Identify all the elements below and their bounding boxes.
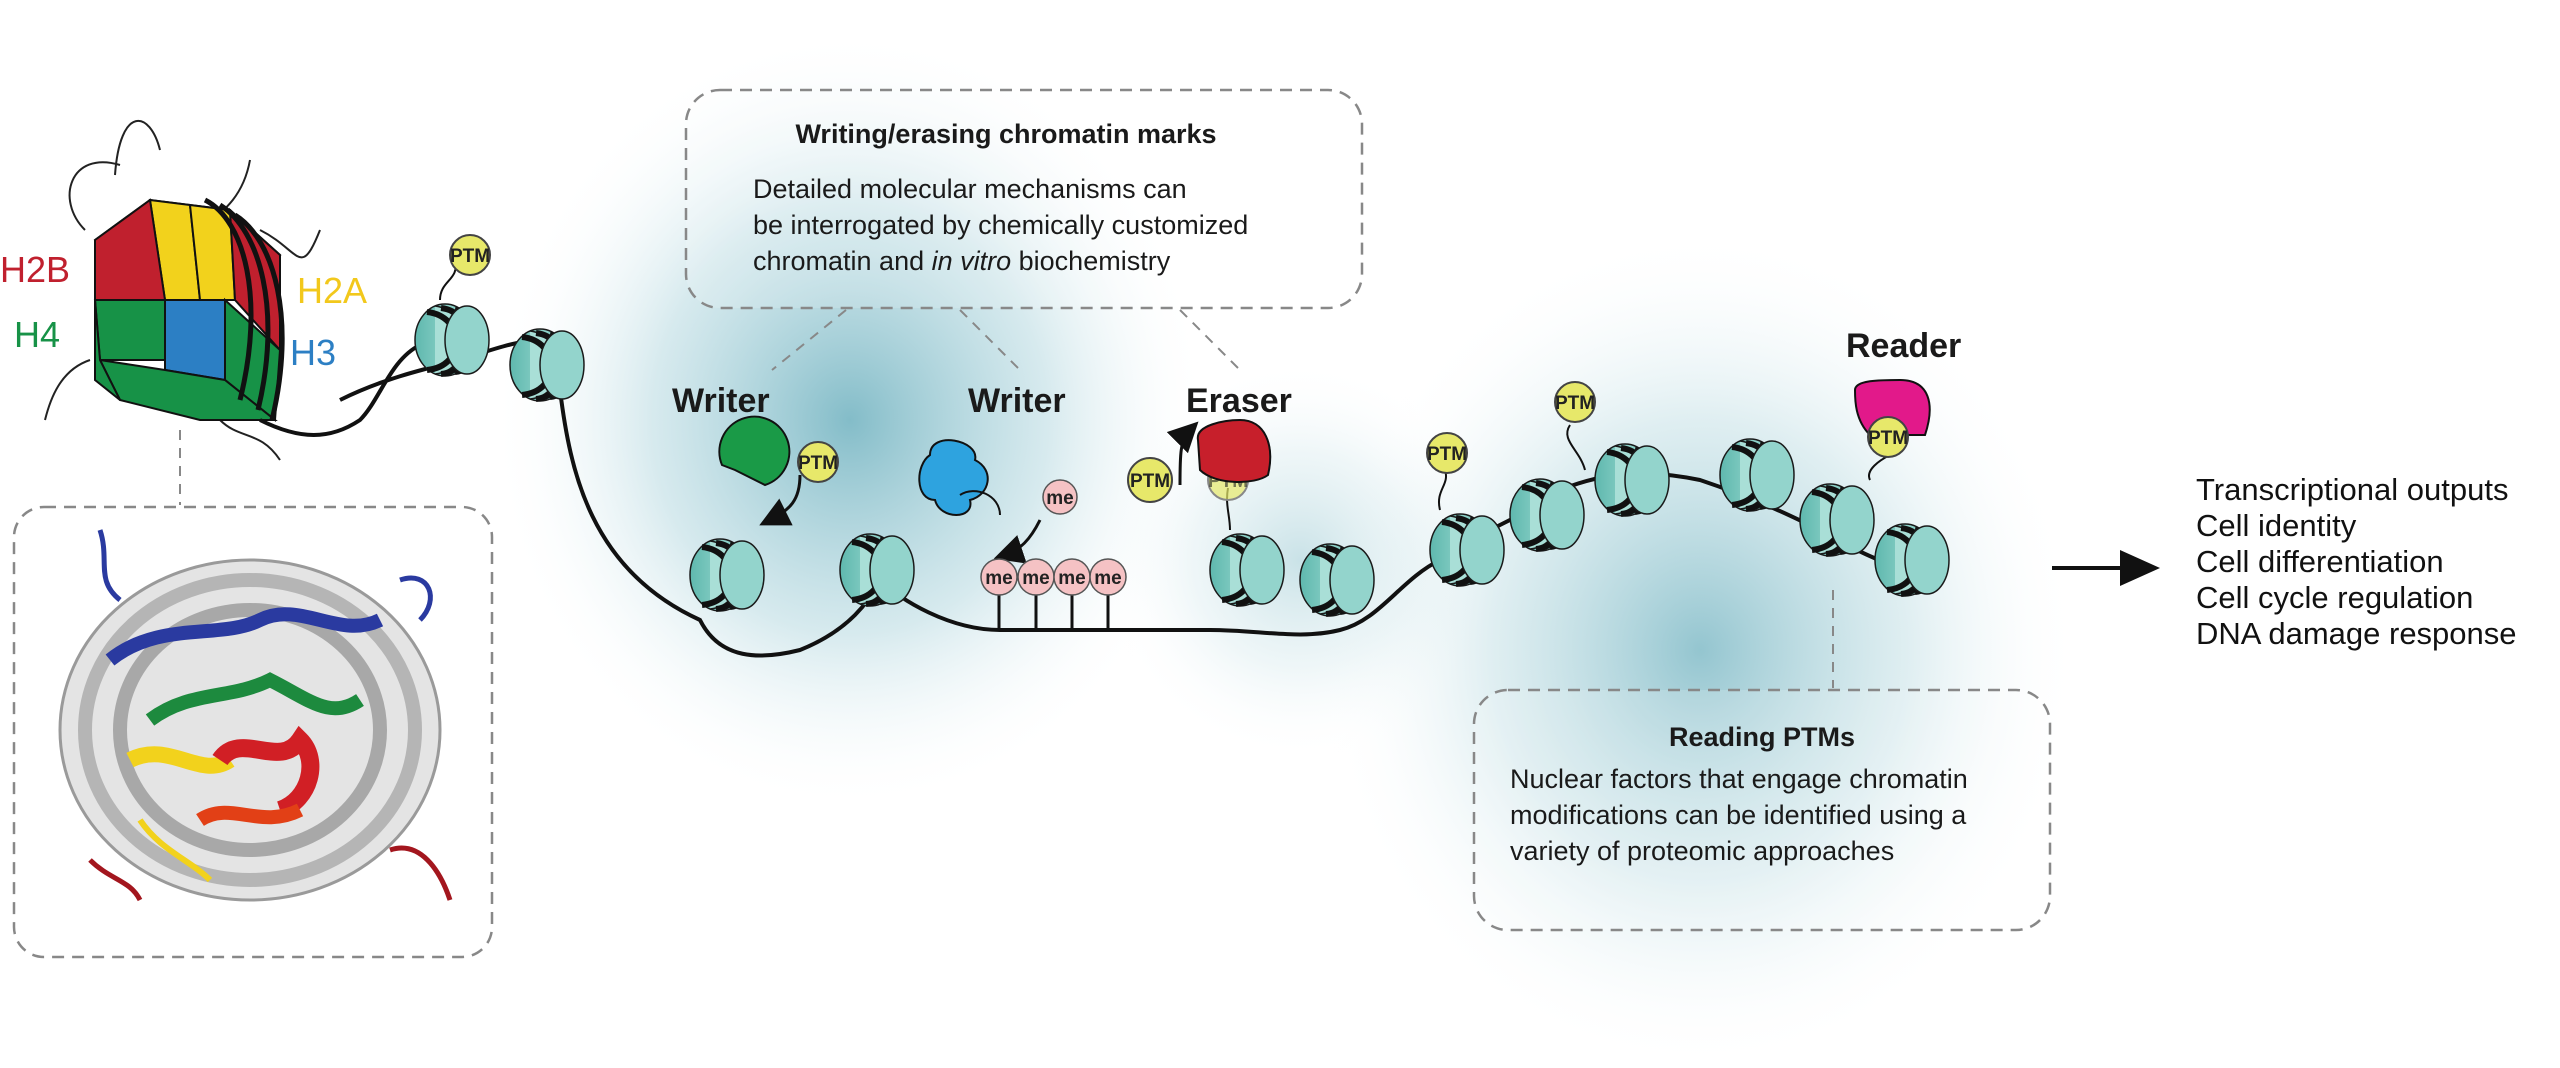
ptm-mark: PTM [449,234,491,276]
output-item: Cell cycle regulation [2196,580,2473,615]
svg-text:PTM: PTM [1555,393,1595,414]
reader-label: Reader [1846,327,1961,365]
methyl-mark: me [1042,479,1078,515]
output-item: DNA damage response [2196,616,2517,651]
nucleosome [690,539,764,611]
svg-text:PTM: PTM [450,246,490,267]
nucleosome [1300,544,1374,616]
svg-text:me: me [985,568,1012,589]
h4-label: H4 [14,314,60,355]
nucleosome [510,329,584,401]
svg-text:PTM: PTM [1868,428,1908,449]
writing-box-line: be interrogated by chemically customized [753,210,1248,240]
h2b-label: H2B [0,249,70,290]
eraser-label: Eraser [1186,382,1292,420]
nucleosome [1875,524,1949,596]
methyl-mark: me [1089,558,1127,596]
crystal-structure-box [12,505,494,959]
writer-enzyme-green-icon [718,415,791,487]
svg-text:me: me [1058,568,1085,589]
arrow-icon [993,519,1042,564]
svg-text:me: me [1022,568,1049,589]
nucleosome [1510,479,1584,551]
ptm-mark: PTM [1554,381,1596,423]
methyl-mark: me [980,558,1018,596]
writing-box-line: chromatin and in vitro biochemistry [753,246,1171,276]
reading-box-line: modifications can be identified using a [1510,800,1967,830]
nucleosome [1595,444,1669,516]
methyl-mark: me [1017,558,1055,596]
writer-label: Writer [968,382,1066,420]
nucleosome [1430,514,1504,586]
svg-text:PTM: PTM [1130,471,1170,492]
output-item: Cell differentiation [2196,544,2444,579]
svg-text:me: me [1094,568,1121,589]
writing-box-line: Detailed molecular mechanisms can [753,174,1187,204]
ptm-mark: PTM [1426,432,1468,474]
reading-box-line: variety of proteomic approaches [1510,836,1894,866]
reading-box-title: Reading PTMs [1669,722,1855,752]
reading-ptms-box [1472,688,2052,932]
writing-erasing-box [684,88,1364,310]
writer-enzyme-blue-icon [918,439,1001,516]
svg-text:me: me [1046,488,1073,509]
svg-text:PTM: PTM [798,453,838,474]
reader-protein-icon [1853,378,1931,436]
nucleosome [1800,484,1874,556]
arrow-icon [1166,421,1199,486]
reading-box-line: Nuclear factors that engage chromatin [1510,764,1968,794]
writing-box-title: Writing/erasing chromatin marks [795,119,1216,149]
arrowhead-icon [2120,550,2160,586]
connector-line [1179,309,1241,371]
ptm-mark: PTM [797,441,839,483]
connector-line [959,309,1021,371]
h3-label: H3 [290,332,336,373]
histone-octamer-icon [44,120,421,461]
nucleosome-crystal-structure-image [58,529,453,902]
connector-line [771,309,847,371]
nucleosome [415,304,489,376]
h2a-label: H2A [297,270,367,311]
ptm-mark: PTM [1127,457,1173,503]
methyl-mark: me [1053,558,1091,596]
nucleosome [1720,439,1794,511]
output-item: Cell identity [2196,508,2357,543]
svg-text:PTM: PTM [1427,444,1467,465]
nucleosome [840,534,914,606]
nucleosome [1210,534,1284,606]
arrow-icon [759,474,802,526]
writer-label: Writer [672,382,770,420]
ptm-mark: PTM [1867,416,1909,458]
output-item: Transcriptional outputs [2196,472,2508,507]
eraser-enzyme-icon [1196,418,1272,483]
